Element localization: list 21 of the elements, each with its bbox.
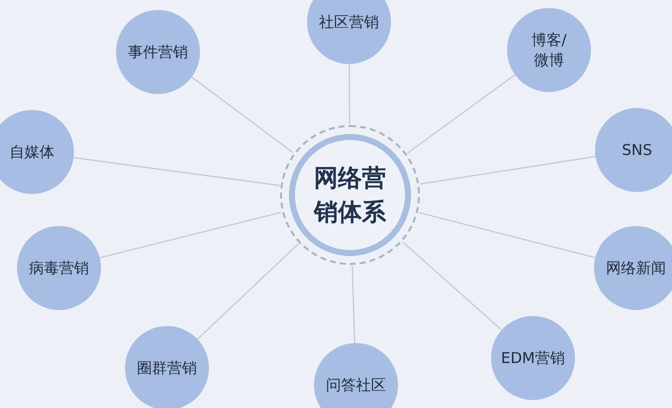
connector-line (191, 76, 294, 154)
connector-line (348, 64, 350, 124)
connector-line (352, 266, 356, 344)
connector-line (100, 212, 282, 258)
topic-circle: 病毒营销 (17, 226, 101, 310)
topic-circle: 社区营销 (307, 0, 391, 64)
connector-line (402, 242, 502, 331)
connector-line (197, 243, 299, 340)
topic-circle: 问答社区 (314, 343, 398, 408)
topic-circle: 博客/微博 (507, 8, 591, 92)
connector-line (418, 212, 596, 258)
center-circle: 网络营销体系 (280, 125, 420, 265)
connector-line (407, 74, 516, 154)
topic-circle: SNS (595, 108, 672, 192)
connector-line (420, 156, 596, 185)
topic-circle: EDM营销 (491, 316, 575, 400)
connector-line (74, 157, 280, 186)
topic-circle: 圈群营销 (125, 326, 209, 408)
topic-circle: 自媒体 (0, 110, 74, 194)
topic-circle: 事件营销 (116, 10, 200, 94)
topic-circle: 网络新闻 (594, 226, 672, 310)
